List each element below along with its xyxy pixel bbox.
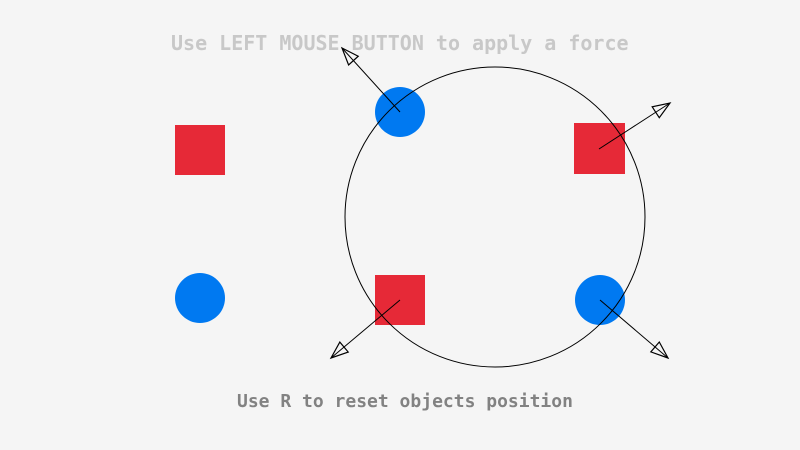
- force-arrow-line-2: [598, 102, 671, 150]
- force-arrow-head-1: [340, 46, 360, 66]
- instruction-reset: Use R to reset objects position: [237, 391, 573, 412]
- force-arrow-head-4: [649, 340, 670, 360]
- force-arrow-line-1: [341, 47, 401, 113]
- red-box-1[interactable]: [175, 125, 225, 175]
- force-arrow-line-3: [330, 299, 401, 359]
- force-arrow-line-4: [599, 299, 669, 359]
- instruction-apply-force: Use LEFT MOUSE BUTTON to apply a force: [171, 31, 629, 55]
- boundary-circle-outline: [344, 66, 646, 368]
- blue-ball-2[interactable]: [175, 273, 225, 323]
- force-arrow-head-2: [651, 102, 672, 119]
- force-arrow-head-3: [329, 341, 350, 360]
